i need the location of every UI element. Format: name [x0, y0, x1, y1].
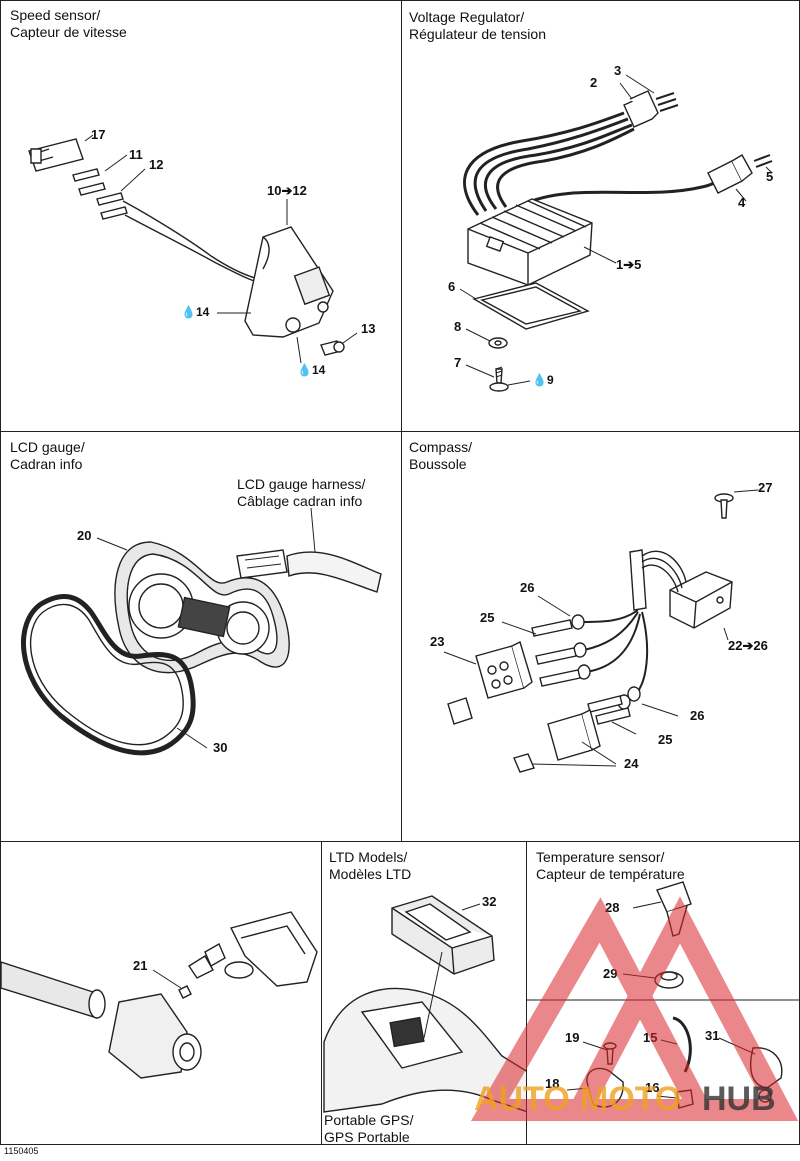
- callout-25a: 25: [480, 610, 495, 625]
- callout-9: 💧9: [532, 373, 554, 387]
- lcd-harness-label: LCD gauge harness/ Câblage cadran info: [237, 476, 365, 510]
- ltd-models-title: LTD Models/ Modèles LTD: [329, 849, 411, 883]
- callout-3: 3: [614, 63, 622, 78]
- callout-14a: 💧14: [181, 305, 210, 319]
- title-en: Speed sensor/: [10, 7, 101, 23]
- compass-drawing: [402, 432, 800, 842]
- title-fr: Modèles LTD: [329, 866, 412, 882]
- callout-10-12: 10➔12: [267, 183, 307, 198]
- callout-6: 6: [448, 279, 456, 294]
- gps-en: Portable GPS/: [324, 1112, 414, 1128]
- callout-22-26: 22➔26: [728, 638, 768, 653]
- harness-fr: Câblage cadran info: [237, 493, 363, 509]
- callout-27: 27: [758, 480, 773, 495]
- voltage-regulator-title: Voltage Regulator/ Régulateur de tension: [409, 9, 546, 43]
- harness-en: LCD gauge harness/: [237, 476, 366, 492]
- panel-voltage-regulator: Voltage Regulator/ Régulateur de tension: [401, 0, 800, 432]
- title-en: Compass/: [409, 439, 473, 455]
- panel-ltd-models: LTD Models/ Modèles LTD Portable GPS/ GP…: [321, 841, 527, 1145]
- title-fr: Boussole: [409, 456, 467, 472]
- throttle-drawing: [1, 842, 322, 1145]
- title-en: LTD Models/: [329, 849, 408, 865]
- title-fr: Capteur de température: [536, 866, 685, 882]
- callout-16: 16: [645, 1080, 660, 1095]
- speed-sensor-drawing: [1, 1, 402, 432]
- callout-15: 15: [643, 1030, 658, 1045]
- title-fr: Cadran info: [10, 456, 83, 472]
- callout-20: 20: [77, 528, 92, 543]
- callout-31: 31: [705, 1028, 720, 1043]
- speed-sensor-title: Speed sensor/ Capteur de vitesse: [10, 7, 127, 41]
- callout-2: 2: [590, 75, 598, 90]
- callout-26b: 26: [690, 708, 705, 723]
- lcd-gauge-drawing: [1, 432, 402, 842]
- ltd-gps-drawing: [322, 842, 526, 1145]
- figure-code: 1150405: [4, 1146, 39, 1156]
- title-en: Voltage Regulator/: [409, 9, 525, 25]
- title-fr: Capteur de vitesse: [10, 24, 127, 40]
- callout-7: 7: [454, 355, 462, 370]
- callout-11: 11: [129, 147, 143, 162]
- panel-temperature-sensor: Temperature sensor/ Capteur de températu…: [526, 841, 800, 1145]
- callout-21: 21: [133, 958, 148, 973]
- callout-28: 28: [605, 900, 620, 915]
- title-fr: Régulateur de tension: [409, 26, 546, 42]
- callout-4: 4: [738, 195, 746, 210]
- callout-29: 29: [603, 966, 618, 981]
- panel-throttle: 21: [0, 841, 322, 1145]
- callout-12: 12: [149, 157, 164, 172]
- lcd-gauge-title: LCD gauge/ Cadran info: [10, 439, 85, 473]
- portable-gps-label: Portable GPS/ GPS Portable: [324, 1112, 414, 1145]
- callout-8: 8: [454, 319, 462, 334]
- callout-25b: 25: [658, 732, 673, 747]
- callout-17: 17: [91, 127, 106, 142]
- callout-18: 18: [545, 1076, 560, 1091]
- callout-26a: 26: [520, 580, 535, 595]
- panel-compass: Compass/ Boussole: [401, 431, 800, 842]
- voltage-regulator-drawing: [402, 1, 800, 432]
- temperature-sensor-drawing: [527, 842, 800, 1145]
- title-en: Temperature sensor/: [536, 849, 665, 865]
- callout-30: 30: [213, 740, 228, 755]
- callout-32: 32: [482, 894, 497, 909]
- panel-lcd-gauge: LCD gauge/ Cadran info LCD gauge harness…: [0, 431, 402, 842]
- callout-1-5: 1➔5: [616, 257, 642, 272]
- gps-fr: GPS Portable: [324, 1129, 410, 1145]
- callout-14b: 💧14: [297, 363, 326, 377]
- callout-5: 5: [766, 169, 774, 184]
- compass-title: Compass/ Boussole: [409, 439, 472, 473]
- callout-13: 13: [361, 321, 376, 336]
- callout-24: 24: [624, 756, 639, 771]
- temperature-sensor-title: Temperature sensor/ Capteur de températu…: [536, 849, 685, 883]
- title-en: LCD gauge/: [10, 439, 85, 455]
- callout-23: 23: [430, 634, 445, 649]
- panel-speed-sensor: Speed sensor/ Capteur de vitesse: [0, 0, 402, 432]
- callout-19: 19: [565, 1030, 580, 1045]
